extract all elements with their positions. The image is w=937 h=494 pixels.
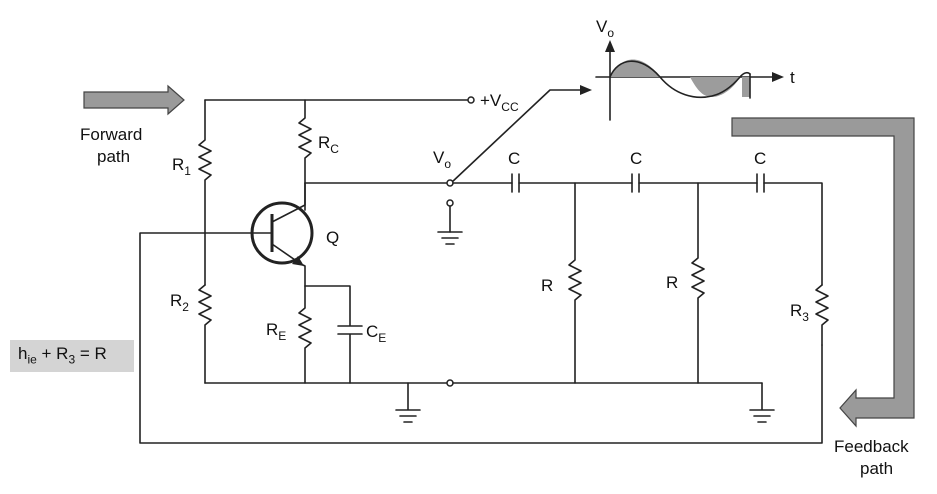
forward-path-label-line2: path <box>97 147 130 166</box>
waveform-curve <box>609 60 751 99</box>
transistor-emitter <box>271 243 299 263</box>
graph-x-label: t <box>790 68 795 87</box>
graph-x-arrowhead <box>772 72 784 82</box>
cap1-label: C <box>508 149 520 168</box>
r2-label: R2 <box>170 291 189 314</box>
forward-path-arrow <box>83 84 185 116</box>
re-resistor <box>298 285 312 384</box>
forward-path-label-line1: Forward <box>80 125 142 144</box>
transistor-collector <box>271 182 306 223</box>
ladder-wire-4 <box>763 182 823 286</box>
shunt-resistor-2 <box>691 182 705 384</box>
waveform-fill <box>610 59 750 97</box>
r3-label: R3 <box>790 301 809 324</box>
output-pointer-arrowhead <box>580 85 592 95</box>
feedback-path-label-line1: Feedback <box>834 437 909 456</box>
vo-label: Vo <box>433 148 451 171</box>
rc-label: RC <box>318 133 339 156</box>
ladder-cap1 <box>511 173 520 193</box>
vcc-label: +VCC <box>480 91 519 114</box>
base-feedback-wire <box>139 232 823 444</box>
output-pointer-line <box>450 89 586 184</box>
formula-box: hie + R3 = R <box>10 340 134 372</box>
r1-label: R1 <box>172 155 191 178</box>
transistor-label: Q <box>326 228 339 247</box>
cap2-label: C <box>630 149 642 168</box>
feedback-path-label-line2: path <box>860 459 893 478</box>
ce-capacitor <box>304 285 363 384</box>
shunt-resistor-2-label: R <box>666 273 678 292</box>
vo-terminal <box>446 179 454 187</box>
vo-ground-symbol <box>437 231 463 245</box>
ground-symbol-left <box>395 382 421 423</box>
feedback-path-arrow <box>731 117 915 428</box>
vo-ground-terminal <box>446 199 454 207</box>
graph-y-arrowhead <box>605 40 615 52</box>
ladder-cap2 <box>631 173 640 193</box>
r1-resistor <box>198 99 212 286</box>
graph-y-label: Vo <box>596 17 614 40</box>
transistor-emitter-lead <box>302 264 306 287</box>
r2-resistor <box>198 284 212 384</box>
vcc-terminal <box>467 96 475 104</box>
emitter-arrowhead <box>292 256 304 266</box>
r3-resistor <box>815 284 829 346</box>
rc-resistor <box>298 99 312 211</box>
ladder-cap3 <box>756 173 765 193</box>
re-label: RE <box>266 320 286 343</box>
ce-label: CE <box>366 322 386 345</box>
formula-text: hie + R3 = R <box>18 344 107 367</box>
ground-rail-junction <box>446 379 454 387</box>
ground-symbol-right <box>749 382 775 423</box>
shunt-resistor-1-label: R <box>541 276 553 295</box>
shunt-resistor-1 <box>568 182 582 384</box>
cap3-label: C <box>754 149 766 168</box>
